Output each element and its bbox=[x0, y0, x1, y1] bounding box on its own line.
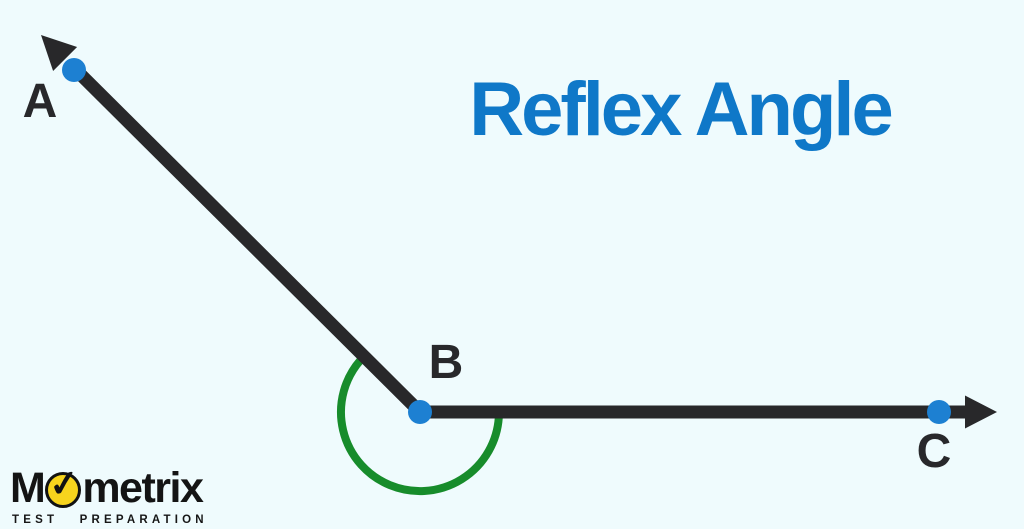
logo-wordmark: M✓metrix bbox=[10, 462, 220, 512]
mometrix-logo: M✓metrix TEST PREPARATION bbox=[10, 462, 220, 526]
reflex-angle-arc bbox=[337, 357, 503, 496]
point-b-label: B bbox=[429, 336, 464, 389]
page-title: Reflex Angle bbox=[469, 67, 894, 152]
check-icon: ✓ bbox=[47, 461, 81, 506]
logo-tagline: TEST PREPARATION bbox=[12, 514, 208, 526]
point-a-dot bbox=[62, 58, 86, 82]
point-b-vertex-dot bbox=[408, 400, 432, 424]
point-a-label: A bbox=[23, 75, 58, 128]
ray-ba bbox=[65, 59, 425, 417]
arrowhead-a-icon bbox=[41, 35, 78, 71]
point-c-dot bbox=[927, 400, 951, 424]
logo-check-circle: ✓ bbox=[45, 462, 82, 508]
logo-letter-m: M bbox=[10, 464, 46, 512]
point-c-label: C bbox=[917, 425, 952, 478]
logo-letters-metrix: metrix bbox=[82, 464, 204, 512]
arrowhead-c-icon bbox=[965, 395, 997, 429]
